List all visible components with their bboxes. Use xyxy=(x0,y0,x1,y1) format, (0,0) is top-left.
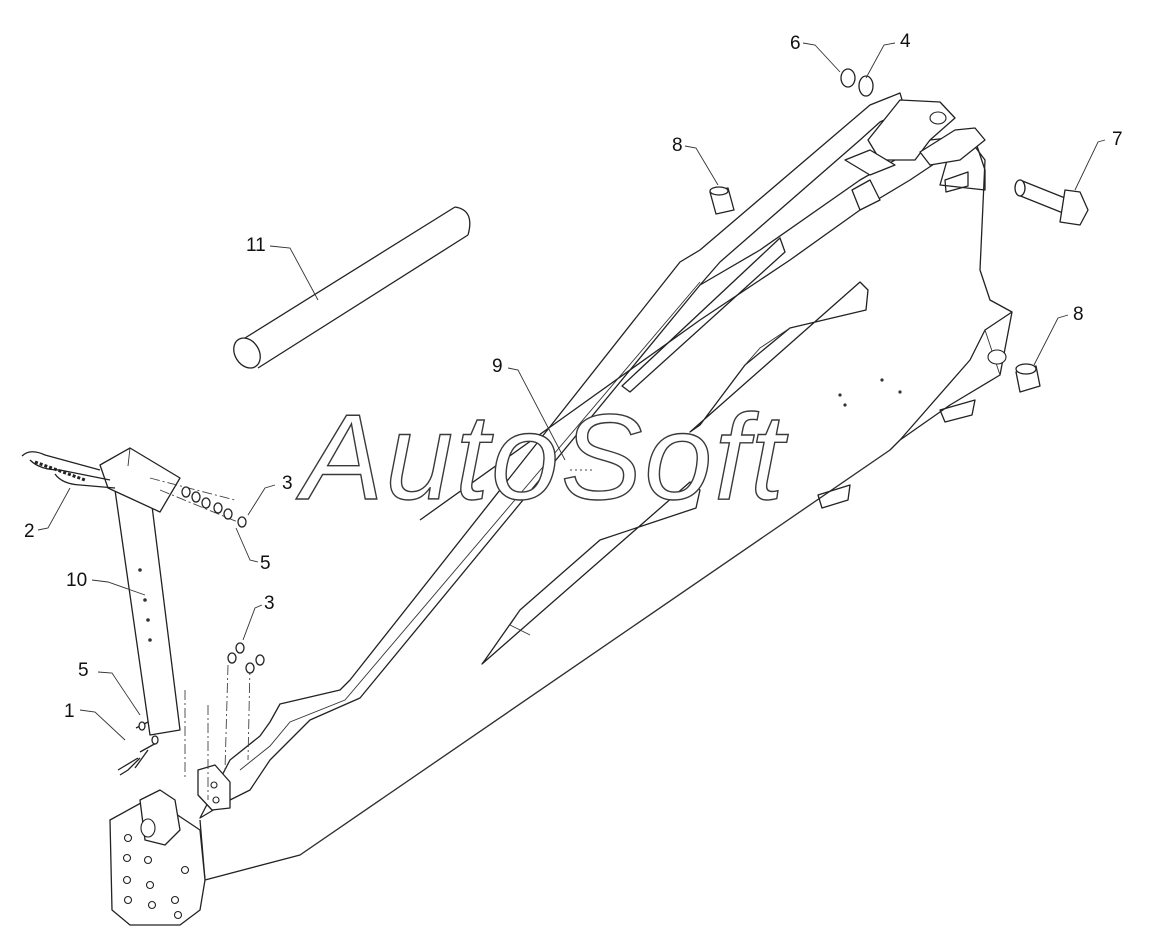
callout-9: 9 xyxy=(492,356,503,377)
pin-part xyxy=(1014,179,1089,226)
callout-8-right: 8 xyxy=(1073,304,1084,325)
callout-7: 7 xyxy=(1112,129,1123,150)
upper-nuts xyxy=(181,486,247,528)
tube-part xyxy=(233,206,471,369)
watermark: AutoSoft xyxy=(301,389,786,525)
callout-8-upper: 8 xyxy=(672,135,683,156)
callout-5-lower: 5 xyxy=(78,660,89,681)
callout-10: 10 xyxy=(66,570,88,591)
callout-3-upper: 3 xyxy=(282,473,293,494)
bushing-right xyxy=(1015,363,1041,393)
end-plate-holes xyxy=(122,833,190,920)
callout-2: 2 xyxy=(24,521,35,542)
callout-5-upper: 5 xyxy=(260,553,271,574)
ring-part-6 xyxy=(840,68,856,88)
callout-3-lower: 3 xyxy=(264,593,275,614)
callout-6: 6 xyxy=(790,33,801,54)
ring-part-4 xyxy=(858,75,874,97)
lower-nuts xyxy=(227,642,265,674)
boom-frame xyxy=(109,92,1013,926)
bracket-arm xyxy=(99,447,181,736)
callout-1: 1 xyxy=(64,701,75,722)
bolts xyxy=(117,721,159,776)
leader-lines xyxy=(37,42,1106,741)
clip-part xyxy=(21,451,116,489)
callout-4: 4 xyxy=(900,31,911,52)
callout-11: 11 xyxy=(246,235,266,256)
bushing-upper xyxy=(709,186,735,215)
